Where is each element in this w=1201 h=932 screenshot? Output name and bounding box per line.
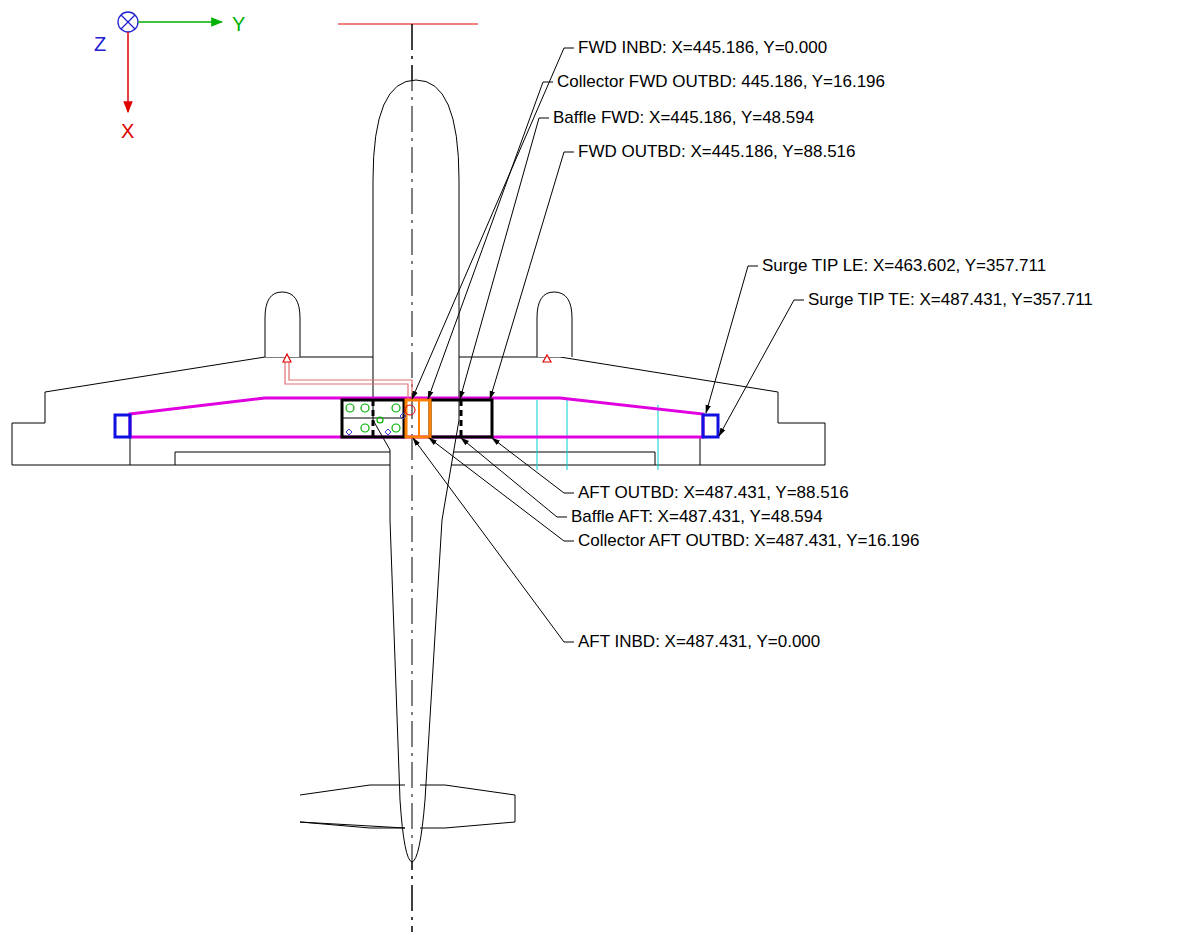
- axis-letter: X: [121, 120, 134, 143]
- callout-label: Surge TIP TE: X=487.431, Y=357.711: [808, 290, 1093, 310]
- reference-line: [338, 23, 478, 24]
- rib-line: [537, 398, 658, 470]
- callout-label: FWD OUTBD: X=445.186, Y=88.516: [578, 142, 856, 162]
- callout-label: AFT OUTBD: X=487.431, Y=88.516: [578, 483, 849, 503]
- leader-line: [412, 48, 574, 399]
- leader-line: [492, 438, 574, 493]
- fuselage-outline: [373, 80, 459, 862]
- callout-label: Collector FWD OUTBD: 445.186, Y=16.196: [557, 72, 885, 92]
- bay-line: [342, 418, 404, 419]
- leader-line: [490, 152, 574, 399]
- valve-symbol: [346, 413, 406, 435]
- tank-bay: [342, 400, 492, 437]
- surge-tank: [115, 415, 130, 437]
- callout-label: Baffle FWD: X=445.186, Y=48.594: [553, 108, 814, 128]
- callout-label: Surge TIP LE: X=463.602, Y=357.711: [762, 256, 1046, 276]
- pipe-junction: [405, 405, 415, 415]
- callout-label: Baffle AFT: X=487.431, Y=48.594: [571, 507, 823, 527]
- baffle-line: [460, 400, 463, 437]
- leader-line: [413, 438, 574, 642]
- axis-letter: Z: [94, 33, 106, 56]
- axis-triad: [118, 12, 222, 112]
- leader-line: [719, 300, 804, 436]
- leader-line: [460, 118, 549, 399]
- horizontal-stabilizer: [300, 785, 515, 828]
- callout-label: FWD INBD: X=445.186, Y=0.000: [578, 38, 827, 58]
- leader-line: [461, 438, 567, 517]
- surge-tank: [703, 415, 718, 437]
- leader-line: [706, 266, 758, 413]
- callout-label: AFT INBD: X=487.431, Y=0.000: [578, 632, 820, 652]
- callout-label: Collector AFT OUTBD: X=487.431, Y=16.196: [578, 531, 919, 551]
- fuel-tank-outline: [130, 398, 703, 437]
- collector-tank: [406, 400, 430, 437]
- axis-letter: Y: [232, 13, 245, 36]
- leader-line: [428, 82, 553, 399]
- pump-symbol: [346, 404, 400, 432]
- feed-pipe: [283, 354, 551, 400]
- center-line: [412, 24, 413, 932]
